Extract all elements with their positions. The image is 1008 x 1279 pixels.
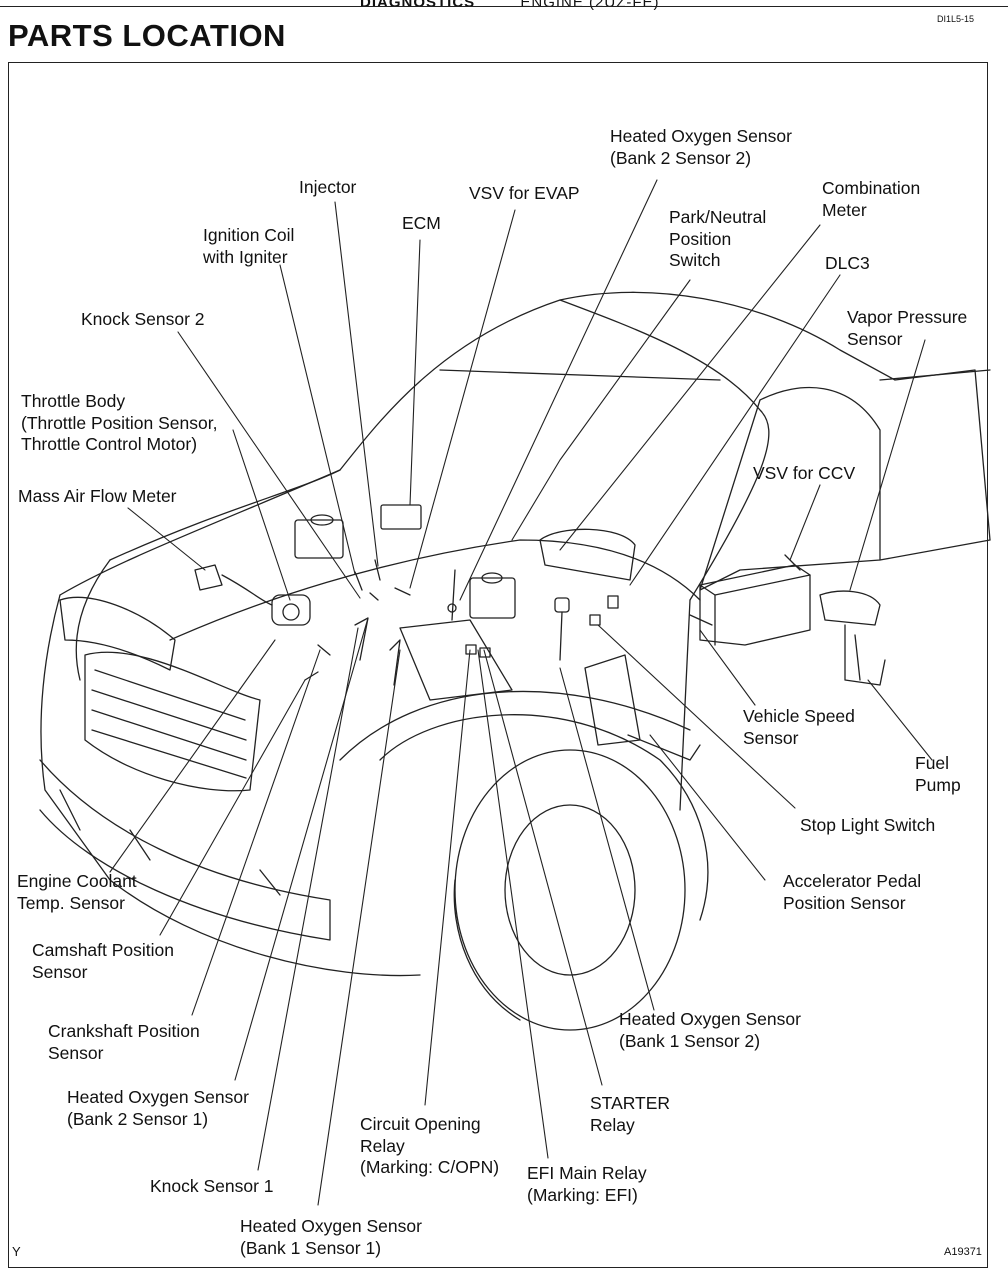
diagram-frame [8, 62, 988, 1268]
header-subtitle: ENGINE (2UZ-FE) [520, 0, 660, 11]
label-heated-oxygen-sensor-bank2-sensor2: Heated Oxygen Sensor (Bank 2 Sensor 2) [610, 126, 792, 168]
label-combination-meter: Combination Meter [822, 178, 921, 220]
label-vehicle-speed-sensor: Vehicle Speed Sensor [743, 706, 855, 748]
label-knock-sensor-1: Knock Sensor 1 [150, 1176, 274, 1196]
label-heated-oxygen-sensor-bank1-sensor1: Heated Oxygen Sensor (Bank 1 Sensor 1) [240, 1216, 422, 1258]
front-wheel [453, 749, 686, 1031]
label-stop-light-switch: Stop Light Switch [800, 815, 936, 835]
label-accelerator-pedal-position-sensor: Accelerator Pedal Position Sensor [783, 871, 922, 913]
label-mass-air-flow-meter: Mass Air Flow Meter [18, 486, 177, 506]
cabin-components [539, 528, 701, 761]
label-heated-oxygen-sensor-bank2-sensor1: Heated Oxygen Sensor (Bank 2 Sensor 1) [67, 1087, 249, 1129]
header-rule [0, 6, 1008, 7]
label-efi-main-relay: EFI Main Relay (Marking: EFI) [527, 1163, 647, 1205]
label-dlc3: DLC3 [825, 253, 870, 273]
label-vapor-pressure-sensor: Vapor Pressure Sensor [847, 307, 968, 349]
label-throttle-body: Throttle Body (Throttle Position Sensor,… [21, 391, 218, 454]
canister-components [689, 554, 886, 686]
label-heated-oxygen-sensor-bank1-sensor2: Heated Oxygen Sensor (Bank 1 Sensor 2) [619, 1009, 801, 1051]
label-vsv-for-ccv: VSV for CCV [753, 463, 856, 483]
label-starter-relay: STARTER Relay [590, 1093, 671, 1135]
corner-mark: Y [12, 1244, 21, 1259]
page-title: PARTS LOCATION [8, 18, 286, 53]
leader-lines [109, 179, 933, 1206]
label-engine-coolant-temp-sensor: Engine Coolant Temp. Sensor [17, 871, 137, 913]
label-camshaft-position-sensor: Camshaft Position Sensor [32, 940, 175, 982]
figure-id: A19371 [944, 1246, 982, 1258]
label-park-neutral-position-switch: Park/Neutral Position Switch [669, 207, 767, 270]
label-vsv-for-evap: VSV for EVAP [469, 183, 580, 203]
page-header: DIAGNOSTICS ENGINE (2UZ-FE) [360, 0, 660, 11]
document-code: DI1L5-15 [936, 14, 974, 24]
label-fuel-pump: Fuel Pump [915, 753, 961, 795]
label-ecm: ECM [402, 213, 441, 233]
label-ignition-coil-with-igniter: Ignition Coil with Igniter [203, 225, 295, 267]
engine-components [194, 504, 516, 701]
label-knock-sensor-2: Knock Sensor 2 [81, 309, 205, 329]
label-injector: Injector [299, 177, 357, 197]
header-section: DIAGNOSTICS [360, 0, 476, 11]
label-circuit-opening-relay: Circuit Opening Relay (Marking: C/OPN) [360, 1114, 500, 1177]
label-crankshaft-position-sensor: Crankshaft Position Sensor [48, 1021, 200, 1063]
